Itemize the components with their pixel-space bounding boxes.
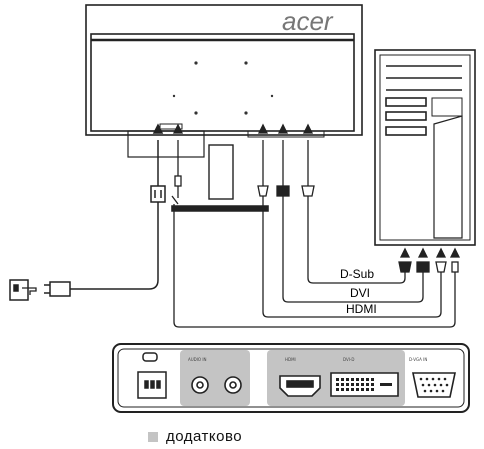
port-panel: AUDIO IN HDMI DVI-D (112, 343, 470, 413)
brand-logo: acer (282, 6, 334, 36)
dsub-cable (301, 123, 412, 284)
label-hdmi-port: HDMI (285, 357, 296, 362)
hdmi-port (279, 375, 321, 397)
drive-bay (385, 97, 427, 107)
power-cable (9, 123, 166, 301)
label-dvi: DVI (350, 286, 370, 300)
computer-tower (374, 49, 476, 246)
audio-cable (171, 123, 461, 328)
drive-bay (385, 111, 427, 121)
label-dsub: D-Sub (340, 267, 374, 281)
drive-bay (385, 126, 427, 136)
legend-swatch (148, 431, 158, 442)
label-audio-in: AUDIO IN (188, 357, 207, 362)
monitor (85, 4, 363, 212)
vga-port (412, 372, 456, 398)
audio-jack (191, 376, 209, 394)
tower-case (374, 49, 476, 246)
hdmi-cable (257, 123, 447, 318)
legend: додатково (148, 428, 242, 445)
dvi-port (330, 372, 399, 397)
ac-power-inlet (137, 352, 167, 399)
monitor-stand-neck (208, 144, 234, 200)
monitor-back-panel (90, 33, 355, 132)
legend-label: додатково (166, 428, 243, 445)
monitor-port-bay (127, 130, 205, 158)
vesa-holes (172, 61, 274, 115)
label-vga-port: D-VGA IN (409, 357, 427, 362)
wall-outlet-icon (9, 279, 29, 301)
power-plug (150, 185, 166, 203)
dvi-cable (276, 123, 430, 303)
audio-jack (224, 376, 242, 394)
label-dvi-port: DVI-D (343, 357, 354, 362)
monitor-stand-base (171, 205, 269, 212)
monitor-frame (85, 4, 363, 136)
label-hdmi: HDMI (346, 302, 377, 316)
